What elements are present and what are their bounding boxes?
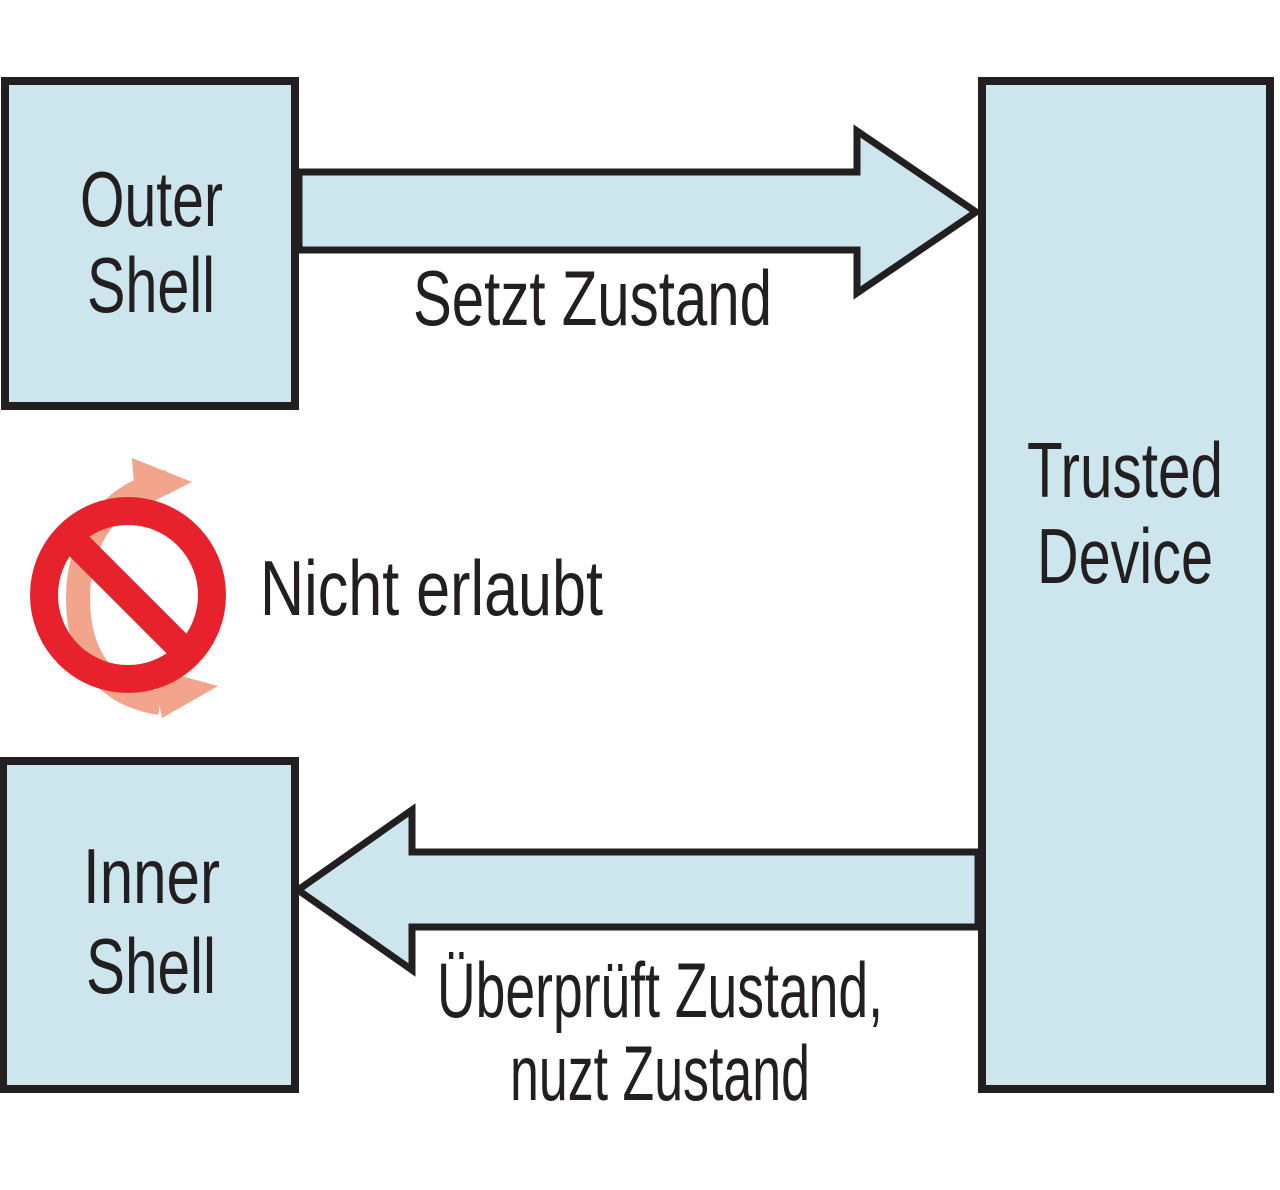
node-outer-shell: Outer Shell <box>1 77 299 410</box>
prohibition-group: Nicht erlaubt <box>30 458 603 718</box>
cycle-arrow-head-top <box>132 458 192 510</box>
right-arrow-shape <box>295 124 983 300</box>
prohibition-label: Nicht erlaubt <box>260 544 603 632</box>
inner-shell-label-line1: Inner <box>83 832 220 920</box>
trusted-device-label-line1: Trusted <box>1027 426 1223 514</box>
left-arrow-shape <box>291 803 982 977</box>
no-symbol-ring <box>30 497 226 693</box>
arrow-verify-state: Überprüft Zustand, nuzt Zustand <box>291 803 982 1117</box>
arrow-set-state-label: Setzt Zustand <box>413 254 772 342</box>
arrow-verify-state-label-line1: Überprüft Zustand, <box>437 946 883 1034</box>
outer-shell-box <box>1 77 299 410</box>
inner-shell-label-line2: Shell <box>86 922 216 1010</box>
node-trusted-device: Trusted Device <box>978 77 1274 1093</box>
arrow-set-state: Setzt Zustand <box>295 124 983 342</box>
trusted-device-box <box>978 77 1274 1093</box>
no-symbol-over-cycle-arrow-icon <box>30 458 226 718</box>
no-symbol-slash <box>59 526 197 664</box>
outer-shell-label-line1: Outer <box>80 155 223 243</box>
trusted-device-label-line2: Device <box>1037 512 1213 600</box>
node-inner-shell: Inner Shell <box>0 757 299 1093</box>
inner-shell-box <box>0 757 299 1093</box>
outer-shell-label-line2: Shell <box>87 241 215 329</box>
arrow-verify-state-label-line2: nuzt Zustand <box>510 1029 810 1117</box>
